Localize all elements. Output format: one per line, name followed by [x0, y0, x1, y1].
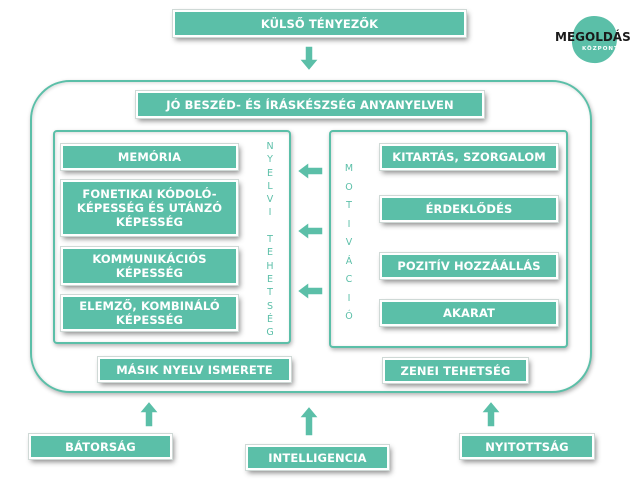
perseverance-box: KITARTÁS, SZORGALOM — [379, 143, 559, 171]
arrow-up-icon — [480, 400, 502, 428]
logo-blob-icon — [571, 16, 618, 64]
interest-box: ÉRDEKLŐDÉS — [379, 195, 559, 223]
arrow-left-icon — [295, 221, 324, 241]
communication-box: KOMMUNIKÁCIÓS KÉPESSÉG — [60, 246, 239, 286]
music-talent-box: ZENEI TEHETSÉG — [382, 357, 529, 384]
logo-sub: KÖZPONT — [582, 46, 619, 52]
arrow-up-icon — [298, 405, 320, 437]
language-talent-label: N Y E L V I T E H E T S É G — [266, 141, 274, 339]
arrow-up-icon — [138, 400, 160, 428]
intelligence-box: INTELLIGENCIA — [245, 444, 390, 471]
other-language-box: MÁSIK NYELV ISMERETE — [97, 356, 292, 383]
phonetic-coding-box: FONETIKAI KÓDOLÓ- KÉPESSÉG ÉS UTÁNZÓ KÉP… — [60, 179, 239, 237]
external-factors-box: KÜLSŐ TÉNYEZŐK — [172, 9, 467, 38]
courage-box: BÁTORSÁG — [28, 433, 173, 460]
logo-name: MEGOLDÁS — [555, 30, 631, 44]
will-box: AKARAT — [379, 299, 559, 327]
analytical-box: ELEMZŐ, KOMBINÁLÓ KÉPESSÉG — [60, 294, 239, 332]
arrow-down-icon — [297, 45, 321, 73]
native-language-skills-box: JÓ BESZÉD- ÉS ÍRÁSKÉSZSÉG ANYANYELVEN — [135, 90, 485, 119]
openness-box: NYITOTTSÁG — [459, 433, 595, 460]
arrow-left-icon — [295, 281, 324, 301]
memory-box: MEMÓRIA — [60, 143, 239, 171]
motivation-label: M O T I V Á C I Ó — [344, 163, 354, 322]
positive-attitude-box: POZITÍV HOZZÁÁLLÁS — [379, 252, 559, 280]
arrow-left-icon — [295, 161, 324, 181]
